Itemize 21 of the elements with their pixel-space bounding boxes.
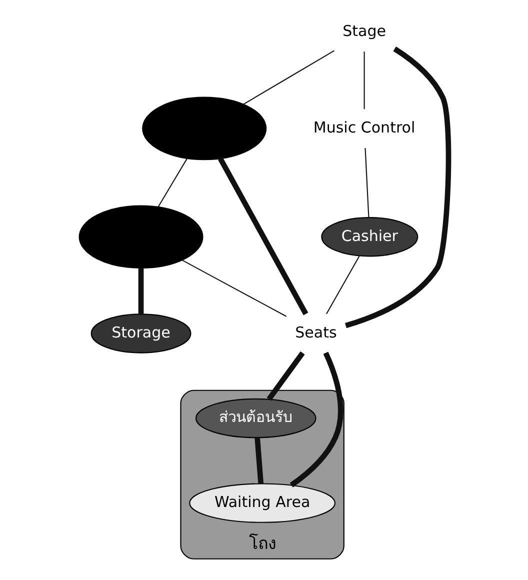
connector bbox=[138, 268, 144, 314]
node-ellipse: ส่วนต้อนรับ bbox=[195, 398, 316, 438]
connector bbox=[326, 256, 360, 314]
node-text: Stage bbox=[342, 22, 386, 40]
node-ellipse bbox=[142, 96, 267, 160]
node-text: Music Control bbox=[313, 118, 416, 136]
connector bbox=[364, 52, 365, 110]
connector bbox=[243, 50, 334, 105]
node-ellipse: Waiting Area bbox=[189, 483, 336, 523]
node-ellipse: Storage bbox=[90, 314, 192, 354]
node-ellipse bbox=[78, 205, 204, 269]
connector bbox=[364, 148, 370, 218]
connector bbox=[344, 46, 452, 328]
connector bbox=[218, 157, 308, 316]
connector bbox=[266, 351, 305, 401]
node-text: Seats bbox=[295, 323, 337, 342]
connector bbox=[290, 352, 344, 488]
connector bbox=[182, 260, 287, 317]
connector bbox=[254, 437, 264, 484]
connector bbox=[158, 158, 188, 208]
node-ellipse: Cashier bbox=[321, 217, 418, 257]
